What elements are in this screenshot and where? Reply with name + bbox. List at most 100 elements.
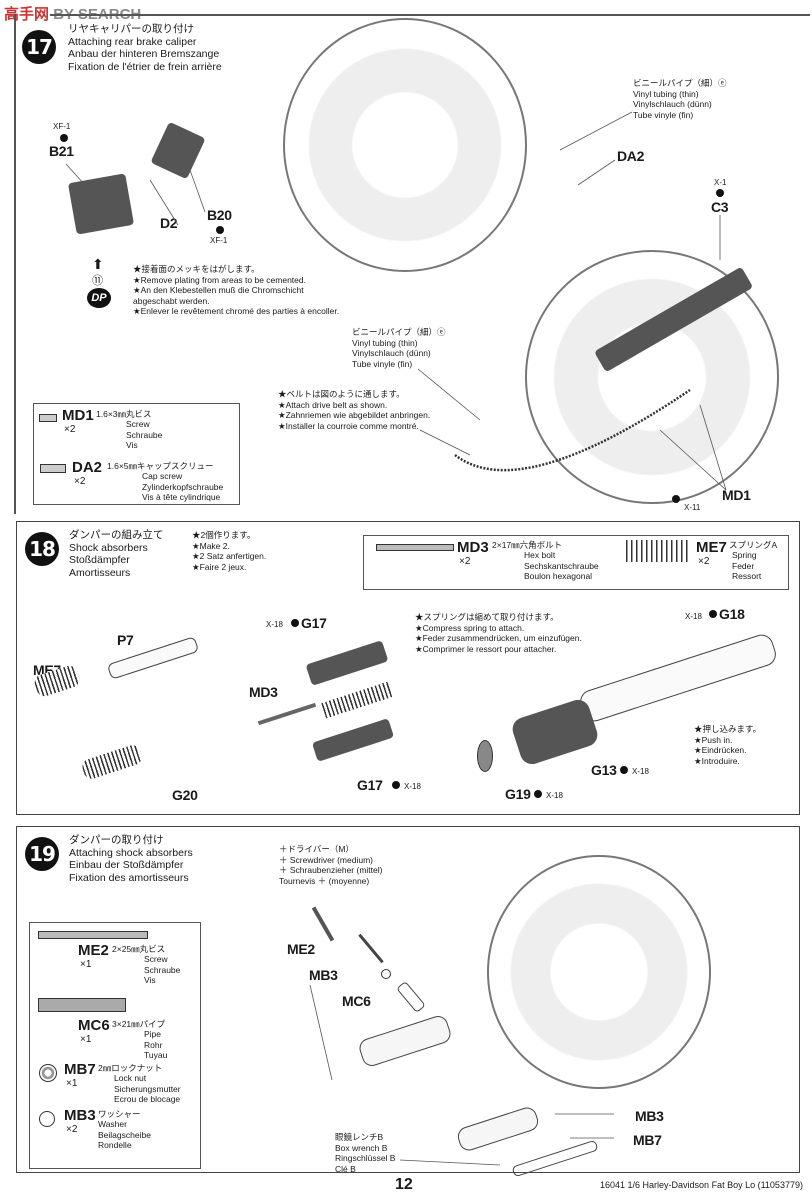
name-fr: Boulon hexagonal [524,571,593,581]
vinyl-note-top: ビニールパイプ（細）ⓔ Vinyl tubing (thin) Vinylsch… [633,78,727,120]
step-19-number: 19 [25,837,59,871]
name-de: Sicherungsmutter [114,1083,181,1094]
name-en: Spring [732,550,757,560]
part-spec: 2×25㎜丸ビス [112,944,166,954]
name-fr: Rondelle [98,1140,132,1150]
note-de: Vinylschlauch (dünn) [352,348,431,358]
x18-paint: X-18 [685,612,702,621]
leader-line [577,159,616,186]
make-two-note: ★2個作ります。 ★Make 2. ★2 Satz anfertigen. ★F… [192,530,266,572]
name-fr: Ressort [732,571,762,581]
step-19-title: ダンパーの取り付け Attaching shock absorbers Einb… [69,834,193,884]
paint-drop-icon [709,610,717,618]
title-en: Attaching shock absorbers [69,846,193,859]
leader-line [309,984,333,1081]
washer-mb3-icon [39,1111,55,1127]
note-fr: ★Enlever le revêtement chromé des partie… [133,306,340,316]
b21-paint: XF-1 [53,122,71,131]
label-g13: G13 [591,762,617,778]
name-en: Screw [144,954,168,964]
md1-paint: X-11 [684,503,701,512]
label-g19: G19 [505,786,531,802]
label-mb3-bottom: MB3 [635,1108,664,1124]
note-fr: ★Faire 2 jeux. [192,561,247,572]
note-en: ★Remove plating from areas to be cemente… [133,274,306,285]
rear-wheel-top [283,18,527,272]
x18-paint: X-18 [632,767,649,776]
name-de: Schraube [144,964,181,975]
part-spec: スプリングA [729,540,778,550]
hex-bolt-md3-icon [376,544,454,551]
note-en: ★Attach drive belt as shown. [278,399,388,410]
label-mc6: MC6 [342,993,371,1009]
label-mb3-top: MB3 [309,967,338,983]
title-de: Stoßdämpfer [69,554,130,566]
name-de: Rohr [144,1039,163,1050]
step-18-number: 18 [25,532,59,566]
part-names: Lock nut Sicherungsmutter Ecrou de bloca… [114,1073,181,1105]
note-de: ★2 Satz anfertigen. [192,551,267,561]
paint-drop-icon [672,495,680,503]
label-g20: G20 [172,787,198,803]
part-spec: 1.6×5㎜キャップスクリュー [107,461,214,471]
name-de: Schraube [126,429,163,440]
spring-me7-icon [626,540,690,562]
name-de: Feder [732,560,755,571]
paint-drop-icon [620,766,628,774]
rear-wheel-frame [487,855,711,1089]
note-en: Vinyl tubing (thin) [352,337,418,348]
name-fr: Ecrou de blocage [114,1094,181,1104]
leader-line [559,111,633,151]
note-fr: Clé B [335,1163,356,1174]
note-ja: ★ベルトは図のように通します。 [278,389,405,399]
label-md1: MD1 [722,487,751,503]
note-ja: ビニールパイプ（細）ⓔ [352,327,446,337]
x18-paint: X-18 [404,782,421,791]
label-b21: B21 [49,143,74,159]
note-ja: ★スプリングは縮めて取り付けます。 [415,612,559,622]
title-en: Attaching rear brake caliper [68,35,197,48]
x18-paint: X-18 [266,620,283,629]
label-me2: ME2 [287,941,315,957]
leader-line [399,1159,501,1166]
name-fr: Tuyau [144,1050,168,1060]
part-spec: 2×17㎜六角ボルト [492,540,563,550]
part-names: Hex bolt Sechskantschraube Boulon hexago… [524,550,599,582]
title-ja: ダンパーの組み立て [69,529,164,541]
leader-line [659,429,727,491]
part-names: Screw Schraube Vis [144,954,180,986]
part-spec: 1.6×3㎜丸ビス [96,409,152,419]
name-en: Screw [126,419,150,429]
label-mb7: MB7 [633,1132,662,1148]
name-en: Lock nut [114,1073,147,1083]
note-en: Box wrench B [335,1142,388,1153]
part-names: Pipe Rohr Tuyau [144,1029,167,1061]
name-en: Washer [98,1119,127,1129]
belt-note: ★ベルトは図のように通します。 ★Attach drive belt as sh… [278,389,430,431]
title-de: Anbau der hinteren Bremszange [68,48,220,60]
cap-screw-da2-icon [40,464,66,473]
paint-drop-icon [60,134,68,142]
title-fr: Fixation de l'étrier de frein arrière [68,60,222,73]
name-fr: Vis [144,975,156,985]
name-en: Cap screw [142,471,183,481]
leader-line [149,179,179,226]
paint-drop-icon [534,790,542,798]
step-17-title: リヤキャリパーの取り付け Attaching rear brake calipe… [68,23,222,73]
note-fr: Tube vinyle (fin) [352,358,413,369]
label-g17-bottom: G17 [357,777,383,793]
part-qty: ×2 [66,1124,78,1135]
part-names: Screw Schraube Vis [126,419,162,451]
note-fr: ★Introduire. [694,755,740,766]
paint-drop-icon [216,226,224,234]
step-17-left-rule [14,14,16,514]
step-18-title: ダンパーの組み立て Shock absorbers Stoßdämpfer Am… [69,529,164,579]
name-en: Hex bolt [524,550,556,560]
label-p7: P7 [117,632,134,648]
title-fr: Fixation des amortisseurs [69,871,189,884]
part-spec: 3×21㎜パイプ [112,1019,166,1029]
step-17-number: 17 [22,30,56,64]
title-fr: Amortisseurs [69,566,131,579]
note-ja: ★接着面のメッキをはがします。 [133,264,260,274]
part-code: ME2 [78,942,109,959]
